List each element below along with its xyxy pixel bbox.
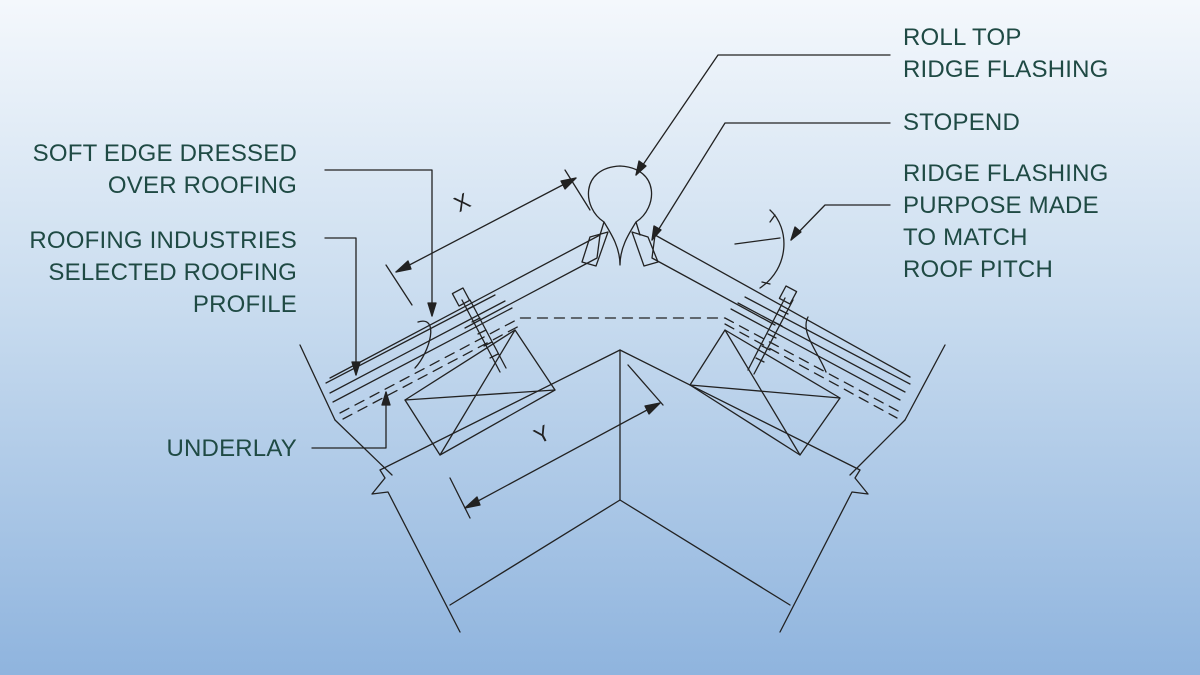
left-purlin bbox=[404, 329, 556, 456]
label-stopend: STOPEND bbox=[903, 109, 1020, 136]
stopend bbox=[581, 231, 659, 267]
label-ridge-flashing-purpose-made: RIDGE FLASHING PURPOSE MADE TO MATCH ROO… bbox=[903, 160, 1109, 283]
leader-lines bbox=[311, 54, 891, 449]
right-rafter bbox=[619, 349, 869, 633]
left-fastener bbox=[451, 287, 507, 373]
label-soft-edge-dressed: SOFT EDGE DRESSED OVER ROOFING bbox=[32, 140, 297, 199]
dimension-x-label: X bbox=[450, 188, 475, 217]
soft-edge bbox=[414, 316, 827, 373]
pitch-angle bbox=[734, 209, 785, 289]
label-roll-top-ridge-flashing: ROLL TOP RIDGE FLASHING bbox=[903, 24, 1109, 83]
dimension-x bbox=[385, 169, 591, 306]
underlay-line bbox=[339, 317, 901, 420]
label-underlay: UNDERLAY bbox=[166, 435, 297, 462]
right-purlin bbox=[689, 329, 841, 456]
label-roofing-profile: ROOFING INDUSTRIES SELECTED ROOFING PROF… bbox=[29, 227, 297, 318]
right-fastener bbox=[747, 285, 798, 375]
right-roofing-sheet bbox=[730, 296, 946, 476]
dimension-y-label: Y bbox=[530, 420, 555, 449]
ridge-flashing bbox=[329, 165, 911, 379]
dimension-y bbox=[449, 364, 664, 519]
